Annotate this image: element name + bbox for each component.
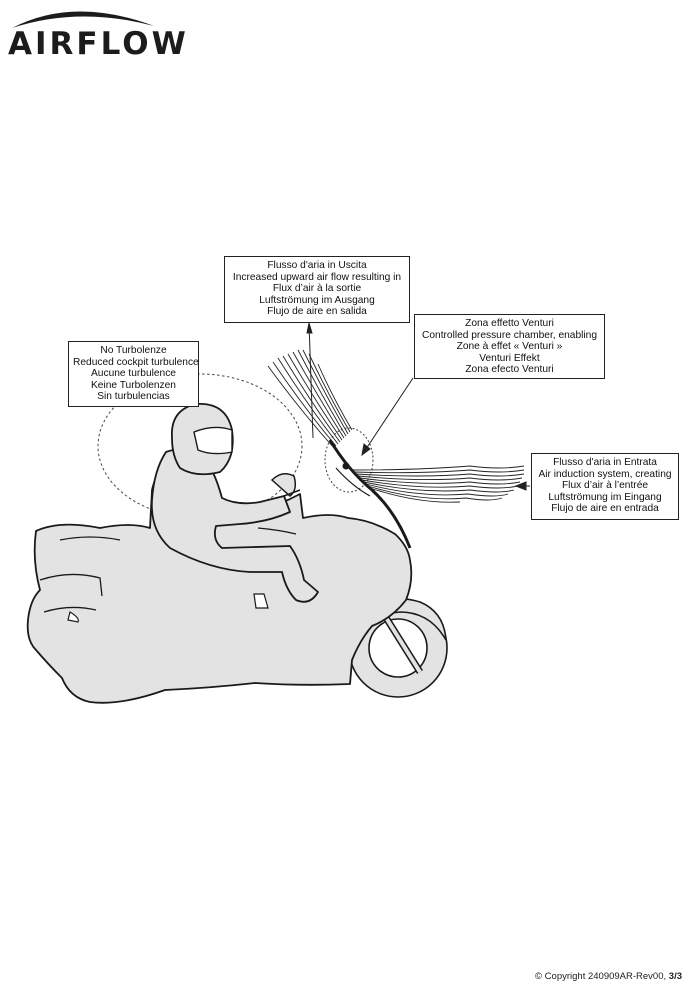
callout-line: Luftströmung im Eingang — [548, 491, 662, 503]
callout-line: Flusso d'aria in Entrata — [553, 457, 657, 468]
callout-venturi-zone: Zona effetto Venturi Controlled pressure… — [414, 314, 605, 379]
airflow-logo: AIRFLOW — [4, 4, 186, 60]
callout-line: Reduced cockpit turbulence — [73, 356, 199, 368]
venturi-zone-circle — [324, 427, 374, 493]
windscreen — [328, 439, 412, 549]
callout-line: Air induction system, creating — [538, 468, 672, 480]
callout-line: Controlled pressure chamber, enabling — [422, 329, 597, 341]
logo-swoosh-icon — [12, 11, 154, 28]
callout-exit-airflow: Flusso d'aria in Uscita Increased upward… — [224, 256, 410, 323]
callout-line: Zona effetto Venturi — [465, 318, 554, 329]
callout-line: Flujo de aire en entrada — [551, 503, 659, 515]
copyright-text: © Copyright 240909AR-Rev00, — [535, 971, 667, 982]
callout-line: Luftströmung im Ausgang — [259, 294, 375, 306]
callout-leaders — [306, 322, 530, 491]
callout-cockpit-turbulence: No Turbolenze Reduced cockpit turbulence… — [68, 341, 199, 407]
callout-line: Keine Turbolenzen — [91, 379, 176, 391]
logo-text: AIRFLOW — [8, 26, 189, 62]
callout-line: Increased upward air flow resulting in — [232, 271, 402, 283]
callout-line: Flux d’air à l’entrée — [561, 480, 649, 492]
callout-intake-airflow: Flusso d'aria in Entrata Air induction s… — [531, 453, 679, 520]
rider-body — [150, 448, 319, 603]
callout-line: Flux d’air à la sortie — [272, 283, 362, 295]
callout-line: Sin turbulencias — [97, 391, 170, 403]
callout-line: No Turbolenze — [100, 345, 167, 356]
callout-line: Aucune turbulence — [91, 368, 176, 380]
callout-line: Flusso d'aria in Uscita — [267, 260, 367, 271]
callout-line: Zona efecto Venturi — [465, 364, 554, 376]
intake-airflow-lines — [351, 465, 525, 503]
helmet-icon — [171, 403, 234, 476]
callout-line: Zone à effet « Venturi » — [456, 341, 563, 353]
callout-line: Flujo de aire en salida — [267, 306, 367, 318]
copyright-notice: © Copyright 240909AR-Rev00, 3/3 — [535, 971, 682, 982]
page-number: 3/3 — [668, 971, 682, 982]
callout-line: Venturi Effekt — [479, 352, 540, 364]
